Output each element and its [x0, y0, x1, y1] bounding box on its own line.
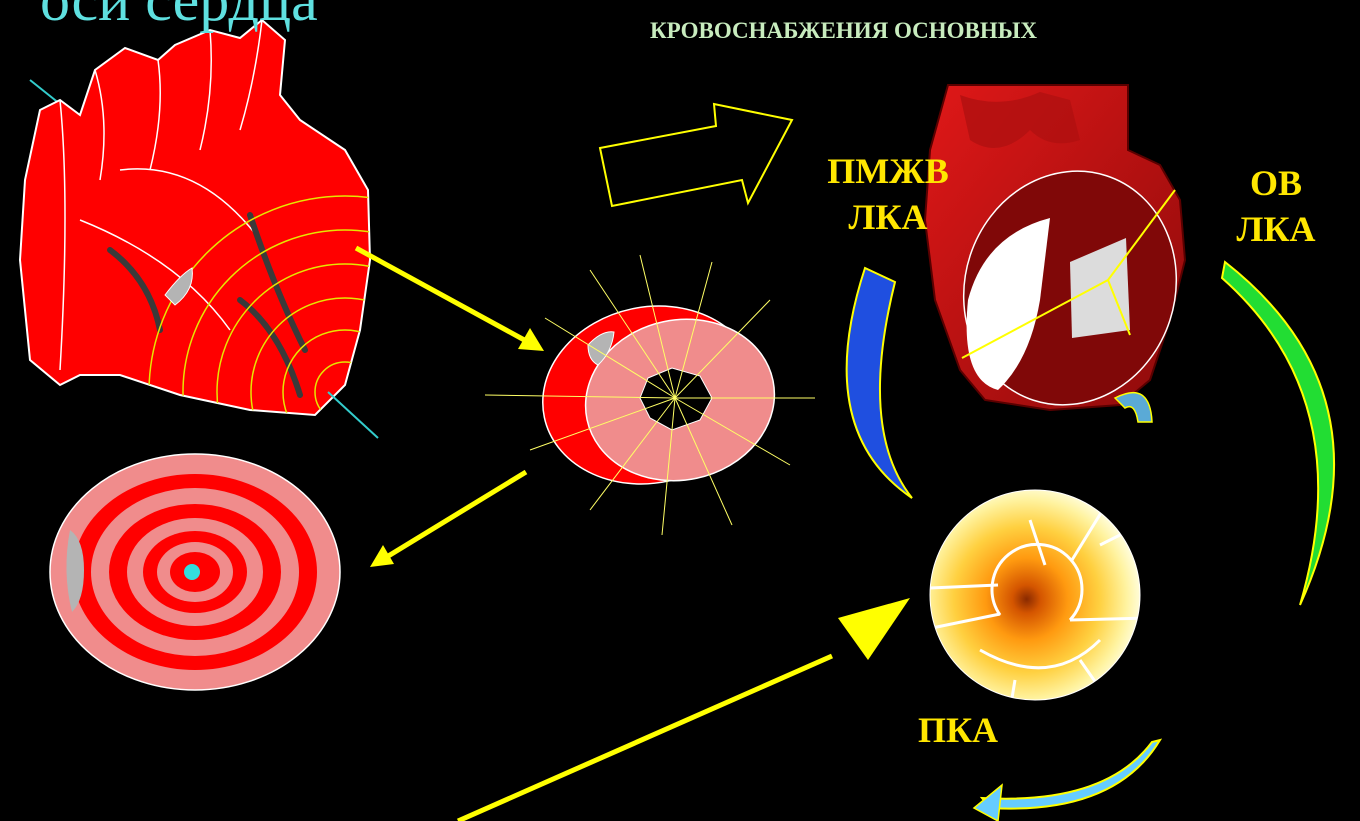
label-pmzv-line1: ПМЖВ	[827, 151, 949, 191]
label-ov-line1: ОВ	[1250, 163, 1302, 203]
label-pka: ПКА	[893, 707, 1023, 753]
label-ov-line2: ЛКА	[1237, 209, 1316, 249]
label-ov: ОВ ЛКА	[1226, 160, 1326, 252]
label-pmzv: ПМЖВ ЛКА	[818, 148, 958, 240]
label-pmzv-line2: ЛКА	[849, 197, 928, 237]
